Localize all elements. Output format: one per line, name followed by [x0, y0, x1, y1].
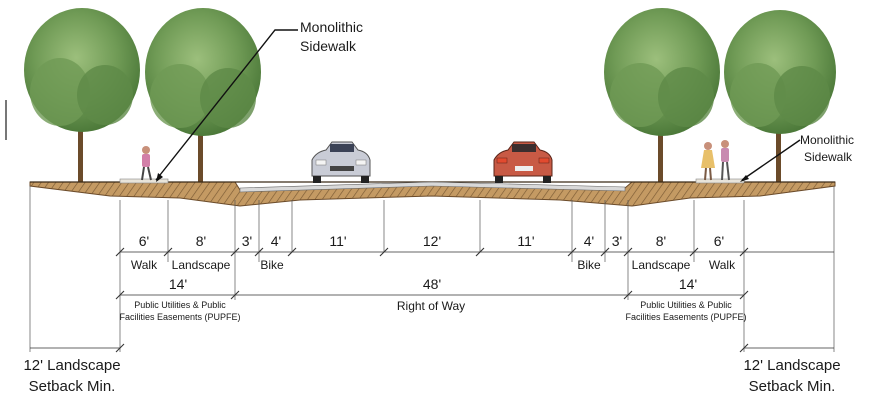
tree-right-1 [604, 8, 720, 184]
left-sidewalk [119, 178, 169, 184]
width-right-walk: 6' [714, 233, 724, 249]
width-median: 12' [423, 233, 441, 249]
label-left-bike: Bike [260, 258, 284, 272]
left-sidewalk-callout: Monolithic Sidewalk [155, 19, 363, 182]
right-sidewalk [695, 178, 745, 184]
tree-left-1 [24, 8, 140, 184]
total-right-pupfe: 14' [679, 276, 697, 292]
width-left-landscape: 8' [196, 233, 206, 249]
left-setback-line1: 12' Landscape [23, 357, 120, 374]
dimension-row-widths: 6' 8' 3' 4' 11' 12' 11' 4' 3' 8' 6' Walk… [115, 233, 834, 272]
label-left-walk: Walk [131, 258, 158, 272]
desc-right-pupfe-2: Facilities Easements (PUPFE) [625, 312, 746, 322]
left-setback-line2: Setback Min. [29, 378, 116, 395]
desc-left-pupfe-1: Public Utilities & Public [134, 300, 226, 310]
left-callout-line1: Monolithic [300, 19, 363, 35]
desc-row: Right of Way [397, 299, 465, 313]
right-setback-dimension: 12' Landscape Setback Min. [739, 343, 841, 395]
label-right-landscape: Landscape [632, 258, 691, 272]
roadway-surface [239, 181, 626, 193]
dimension-row-totals: 14' 48' 14' Public Utilities & Public Fa… [115, 276, 749, 322]
width-lane-1: 11' [329, 233, 346, 249]
desc-left-pupfe-2: Facilities Easements (PUPFE) [119, 312, 240, 322]
car-left [311, 141, 371, 183]
left-callout-line2: Sidewalk [300, 38, 357, 54]
car-right [493, 141, 553, 183]
right-callout-line2: Sidewalk [804, 150, 853, 164]
desc-right-pupfe-1: Public Utilities & Public [640, 300, 732, 310]
total-row: 48' [423, 276, 441, 292]
width-right-buffer: 3' [612, 233, 622, 249]
total-left-pupfe: 14' [169, 276, 187, 292]
label-right-walk: Walk [709, 258, 736, 272]
width-right-bike: 4' [584, 233, 594, 249]
extension-lines [29, 186, 835, 352]
edge-post [5, 100, 7, 140]
width-lane-2: 11' [517, 233, 534, 249]
left-setback-dimension: 12' Landscape Setback Min. [23, 343, 125, 395]
right-setback-line1: 12' Landscape [743, 357, 840, 374]
width-left-walk: 6' [139, 233, 149, 249]
tree-left-2 [145, 8, 261, 184]
label-right-bike: Bike [577, 258, 601, 272]
right-setback-line2: Setback Min. [749, 378, 836, 395]
right-callout-line1: Monolithic [800, 133, 854, 147]
pedestrians-right [701, 140, 730, 181]
label-left-landscape: Landscape [172, 258, 231, 272]
tree-right-2 [724, 10, 836, 184]
width-left-buffer: 3' [242, 233, 252, 249]
width-right-landscape: 8' [656, 233, 666, 249]
width-left-bike: 4' [271, 233, 281, 249]
right-sidewalk-callout: Monolithic Sidewalk [740, 133, 854, 182]
pedestrian-left [141, 146, 152, 181]
